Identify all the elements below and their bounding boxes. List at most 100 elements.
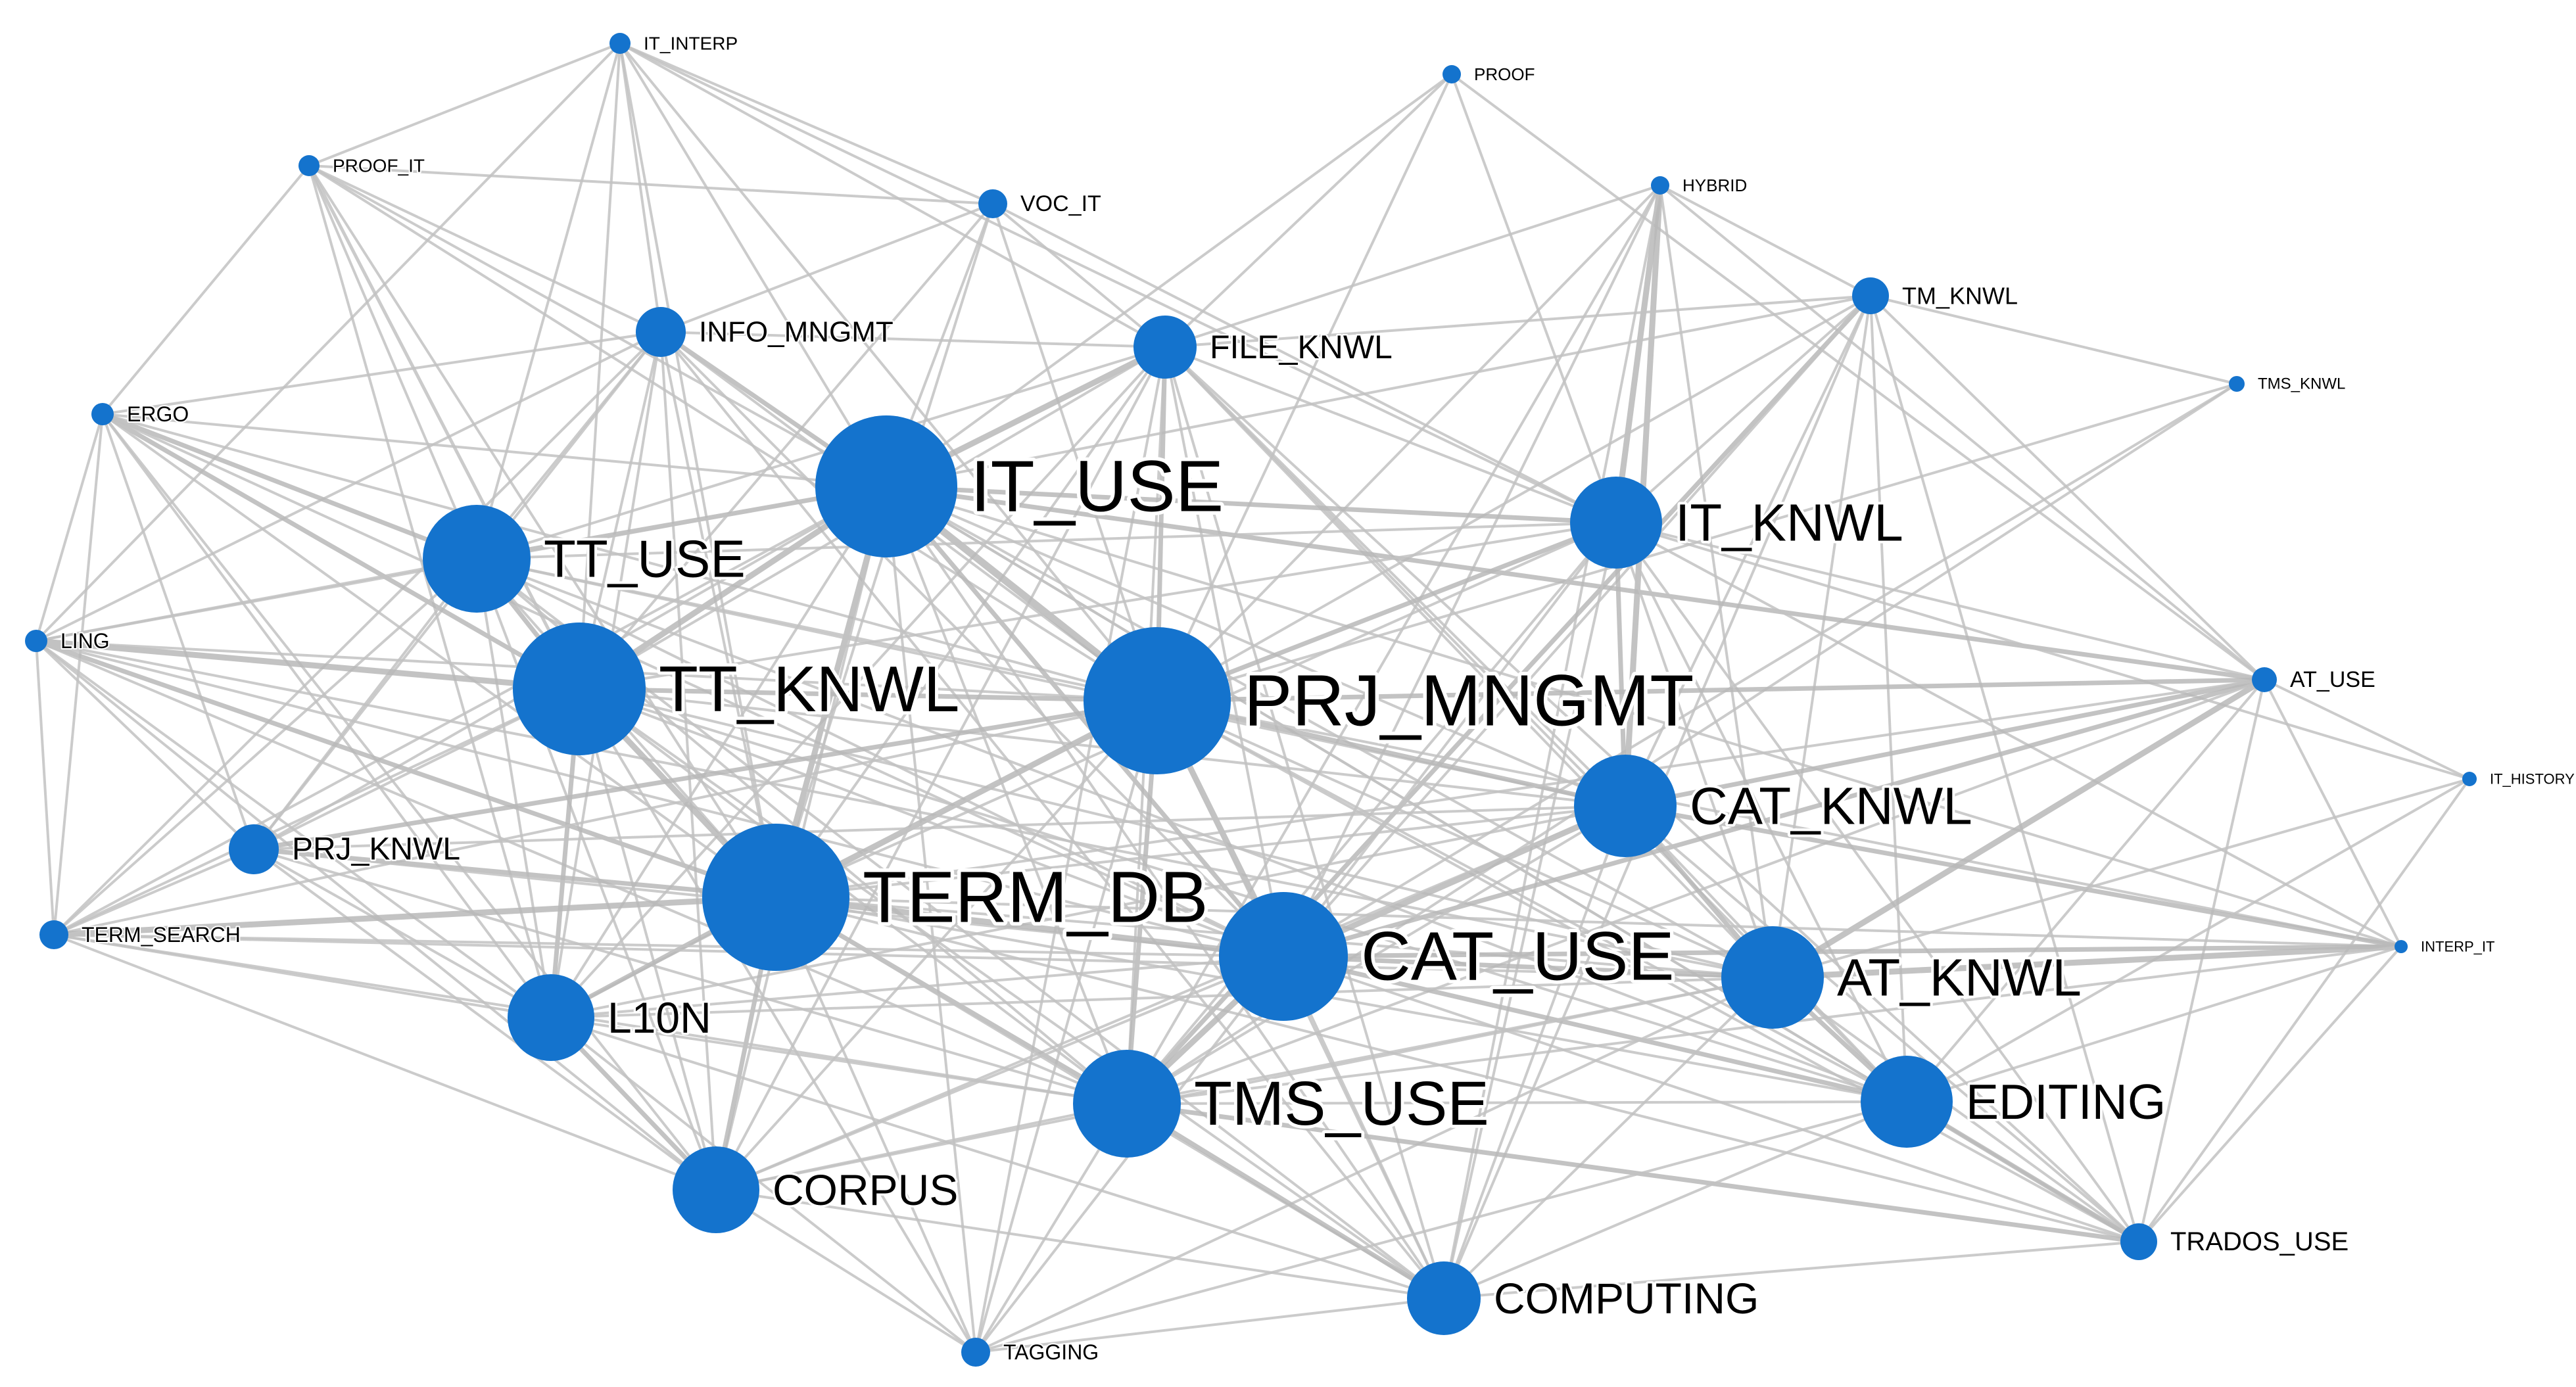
node-tagging[interactable] [961, 1338, 990, 1367]
edge-prj_mngmt-interp_it [1157, 699, 2402, 948]
node-editing[interactable] [1861, 1056, 1953, 1148]
edge-hybrid-file_knwl [1164, 184, 1661, 348]
node-tt_knwl[interactable] [513, 623, 646, 755]
edge-tt_knwl-tms_use [578, 688, 1128, 1105]
edge-ergo-tt_use [101, 411, 478, 561]
node-tt_use[interactable] [423, 505, 531, 613]
edge-ergo-tt_knwl [101, 411, 581, 692]
node-tms_knwl[interactable] [2229, 376, 2245, 392]
node-label-info_mngmt: INFO_MNGMT [699, 316, 894, 348]
edge-cat_knwl-trados_use [1624, 805, 2140, 1243]
node-label-proof: PROOF [1474, 64, 1535, 84]
node-at_use[interactable] [2252, 667, 2277, 692]
node-l10n[interactable] [508, 974, 594, 1061]
node-cat_knwl[interactable] [1574, 755, 1677, 857]
node-label-it_interp: IT_INTERP [644, 34, 738, 54]
edge-tm_knwl-it_use [886, 294, 1871, 488]
edge-info_mngmt-file_knwl [660, 331, 1166, 348]
edge-it_knwl-prj_mngmt [1156, 520, 1617, 703]
edge-at_knwl-corpus [715, 976, 1773, 1191]
edge-at_use-at_knwl [1771, 677, 2266, 980]
node-interp_it[interactable] [2395, 940, 2408, 953]
edge-it_interp-it_use [619, 42, 888, 488]
node-corpus[interactable] [673, 1146, 759, 1233]
node-proof_it[interactable] [298, 155, 320, 176]
node-file_knwl[interactable] [1133, 316, 1197, 379]
node-ling[interactable] [25, 630, 47, 652]
edge-tm_knwl-it_knwl [1615, 294, 1872, 524]
edge-editing-computing [1443, 1100, 1907, 1300]
edge-at_knwl-l10n [550, 976, 1773, 1019]
edge-it_interp-file_knwl [619, 42, 1166, 348]
edge-tm_knwl-file_knwl [1164, 294, 1871, 348]
node-ergo[interactable] [91, 403, 114, 425]
node-prj_knwl[interactable] [229, 824, 279, 874]
edge-file_knwl-corpus [715, 346, 1166, 1190]
edge-proof-it_use [885, 73, 1453, 488]
node-voc_it[interactable] [978, 189, 1007, 218]
edge-term_db-term_search [53, 894, 776, 938]
node-label-it_use: IT_USE [970, 446, 1224, 527]
edge-tt_knwl-tagging [578, 688, 977, 1353]
edge-it_knwl-computing [1443, 522, 1617, 1299]
edge-prj_knwl-term_search [53, 848, 254, 936]
edge-proof_it-prj_mngmt [308, 164, 1158, 702]
edge-voc_it-file_knwl [991, 202, 1166, 348]
edge-tt_use-corpus [475, 558, 717, 1190]
edge-tt_knwl-cat_use [579, 688, 1284, 958]
node-it_history[interactable] [2462, 772, 2477, 786]
node-label-ergo: ERGO [127, 402, 189, 426]
edge-at_use-cat_use [1283, 677, 2265, 959]
edge-at_use-it_history [2264, 678, 2470, 780]
node-term_db[interactable] [702, 824, 849, 971]
edge-tm_knwl-cat_use [1282, 294, 1872, 958]
node-prj_mngmt[interactable] [1084, 627, 1231, 774]
node-tm_knwl[interactable] [1852, 277, 1889, 314]
node-label-tt_knwl: TT_KNWL [659, 653, 959, 725]
node-it_interp[interactable] [609, 33, 631, 54]
edge-prj_mngmt-at_knwl [1157, 699, 1773, 979]
edge-cat_knwl-interp_it [1625, 803, 2402, 949]
edge-it_knwl-at_use [1615, 521, 2265, 681]
node-cat_use[interactable] [1219, 892, 1348, 1021]
node-hybrid[interactable] [1651, 176, 1669, 195]
edge-cat_use-at_knwl [1283, 954, 1773, 980]
node-proof[interactable] [1443, 65, 1461, 83]
node-computing[interactable] [1407, 1261, 1481, 1335]
edge-corpus-computing [715, 1188, 1444, 1300]
node-it_knwl[interactable] [1570, 477, 1662, 569]
edge-tm_knwl-trados_use [1869, 295, 2140, 1242]
edge-proof-it_knwl [1450, 74, 1617, 523]
node-label-tagging: TAGGING [1003, 1340, 1099, 1364]
node-label-at_knwl: AT_KNWL [1837, 949, 2082, 1007]
edge-at_use-cat_knwl [1625, 677, 2265, 809]
node-trados_use[interactable] [2120, 1223, 2157, 1260]
edge-prj_mngmt-cat_knwl [1157, 698, 1626, 809]
edge-l10n-computing [550, 1016, 1444, 1300]
edge-ling-prj_knwl [35, 640, 255, 851]
edge-it_use-cat_use [884, 484, 1285, 958]
edge-l10n-tms_use [550, 1016, 1128, 1105]
edge-info_mngmt-term_db [659, 331, 777, 898]
edge-prj_knwl-l10n [253, 848, 552, 1019]
node-label-l10n: L10N [608, 993, 711, 1042]
node-label-at_use: AT_USE [2290, 667, 2375, 692]
node-at_knwl[interactable] [1721, 926, 1824, 1029]
edge-tm_knwl-at_knwl [1771, 295, 1872, 978]
edge-term_search-at_knwl [53, 933, 1773, 979]
edge-voc_it-info_mngmt [660, 202, 993, 333]
node-it_use[interactable] [815, 415, 957, 557]
edge-info_mngmt-cat_use [659, 331, 1285, 958]
node-info_mngmt[interactable] [636, 307, 686, 357]
edge-it_use-at_knwl [886, 485, 1773, 979]
edge-corpus-tagging [715, 1188, 977, 1353]
node-term_search[interactable] [39, 920, 68, 949]
node-label-trados_use: TRADOS_USE [2170, 1227, 2349, 1256]
edge-it_interp-proof_it [308, 42, 621, 167]
edge-prj_mngmt-term_search [53, 699, 1158, 936]
edge-it_knwl-cat_use [1282, 521, 1617, 958]
node-tms_use[interactable] [1073, 1050, 1181, 1158]
edge-proof_it-info_mngmt [308, 164, 661, 333]
edge-ergo-it_use [102, 413, 887, 488]
